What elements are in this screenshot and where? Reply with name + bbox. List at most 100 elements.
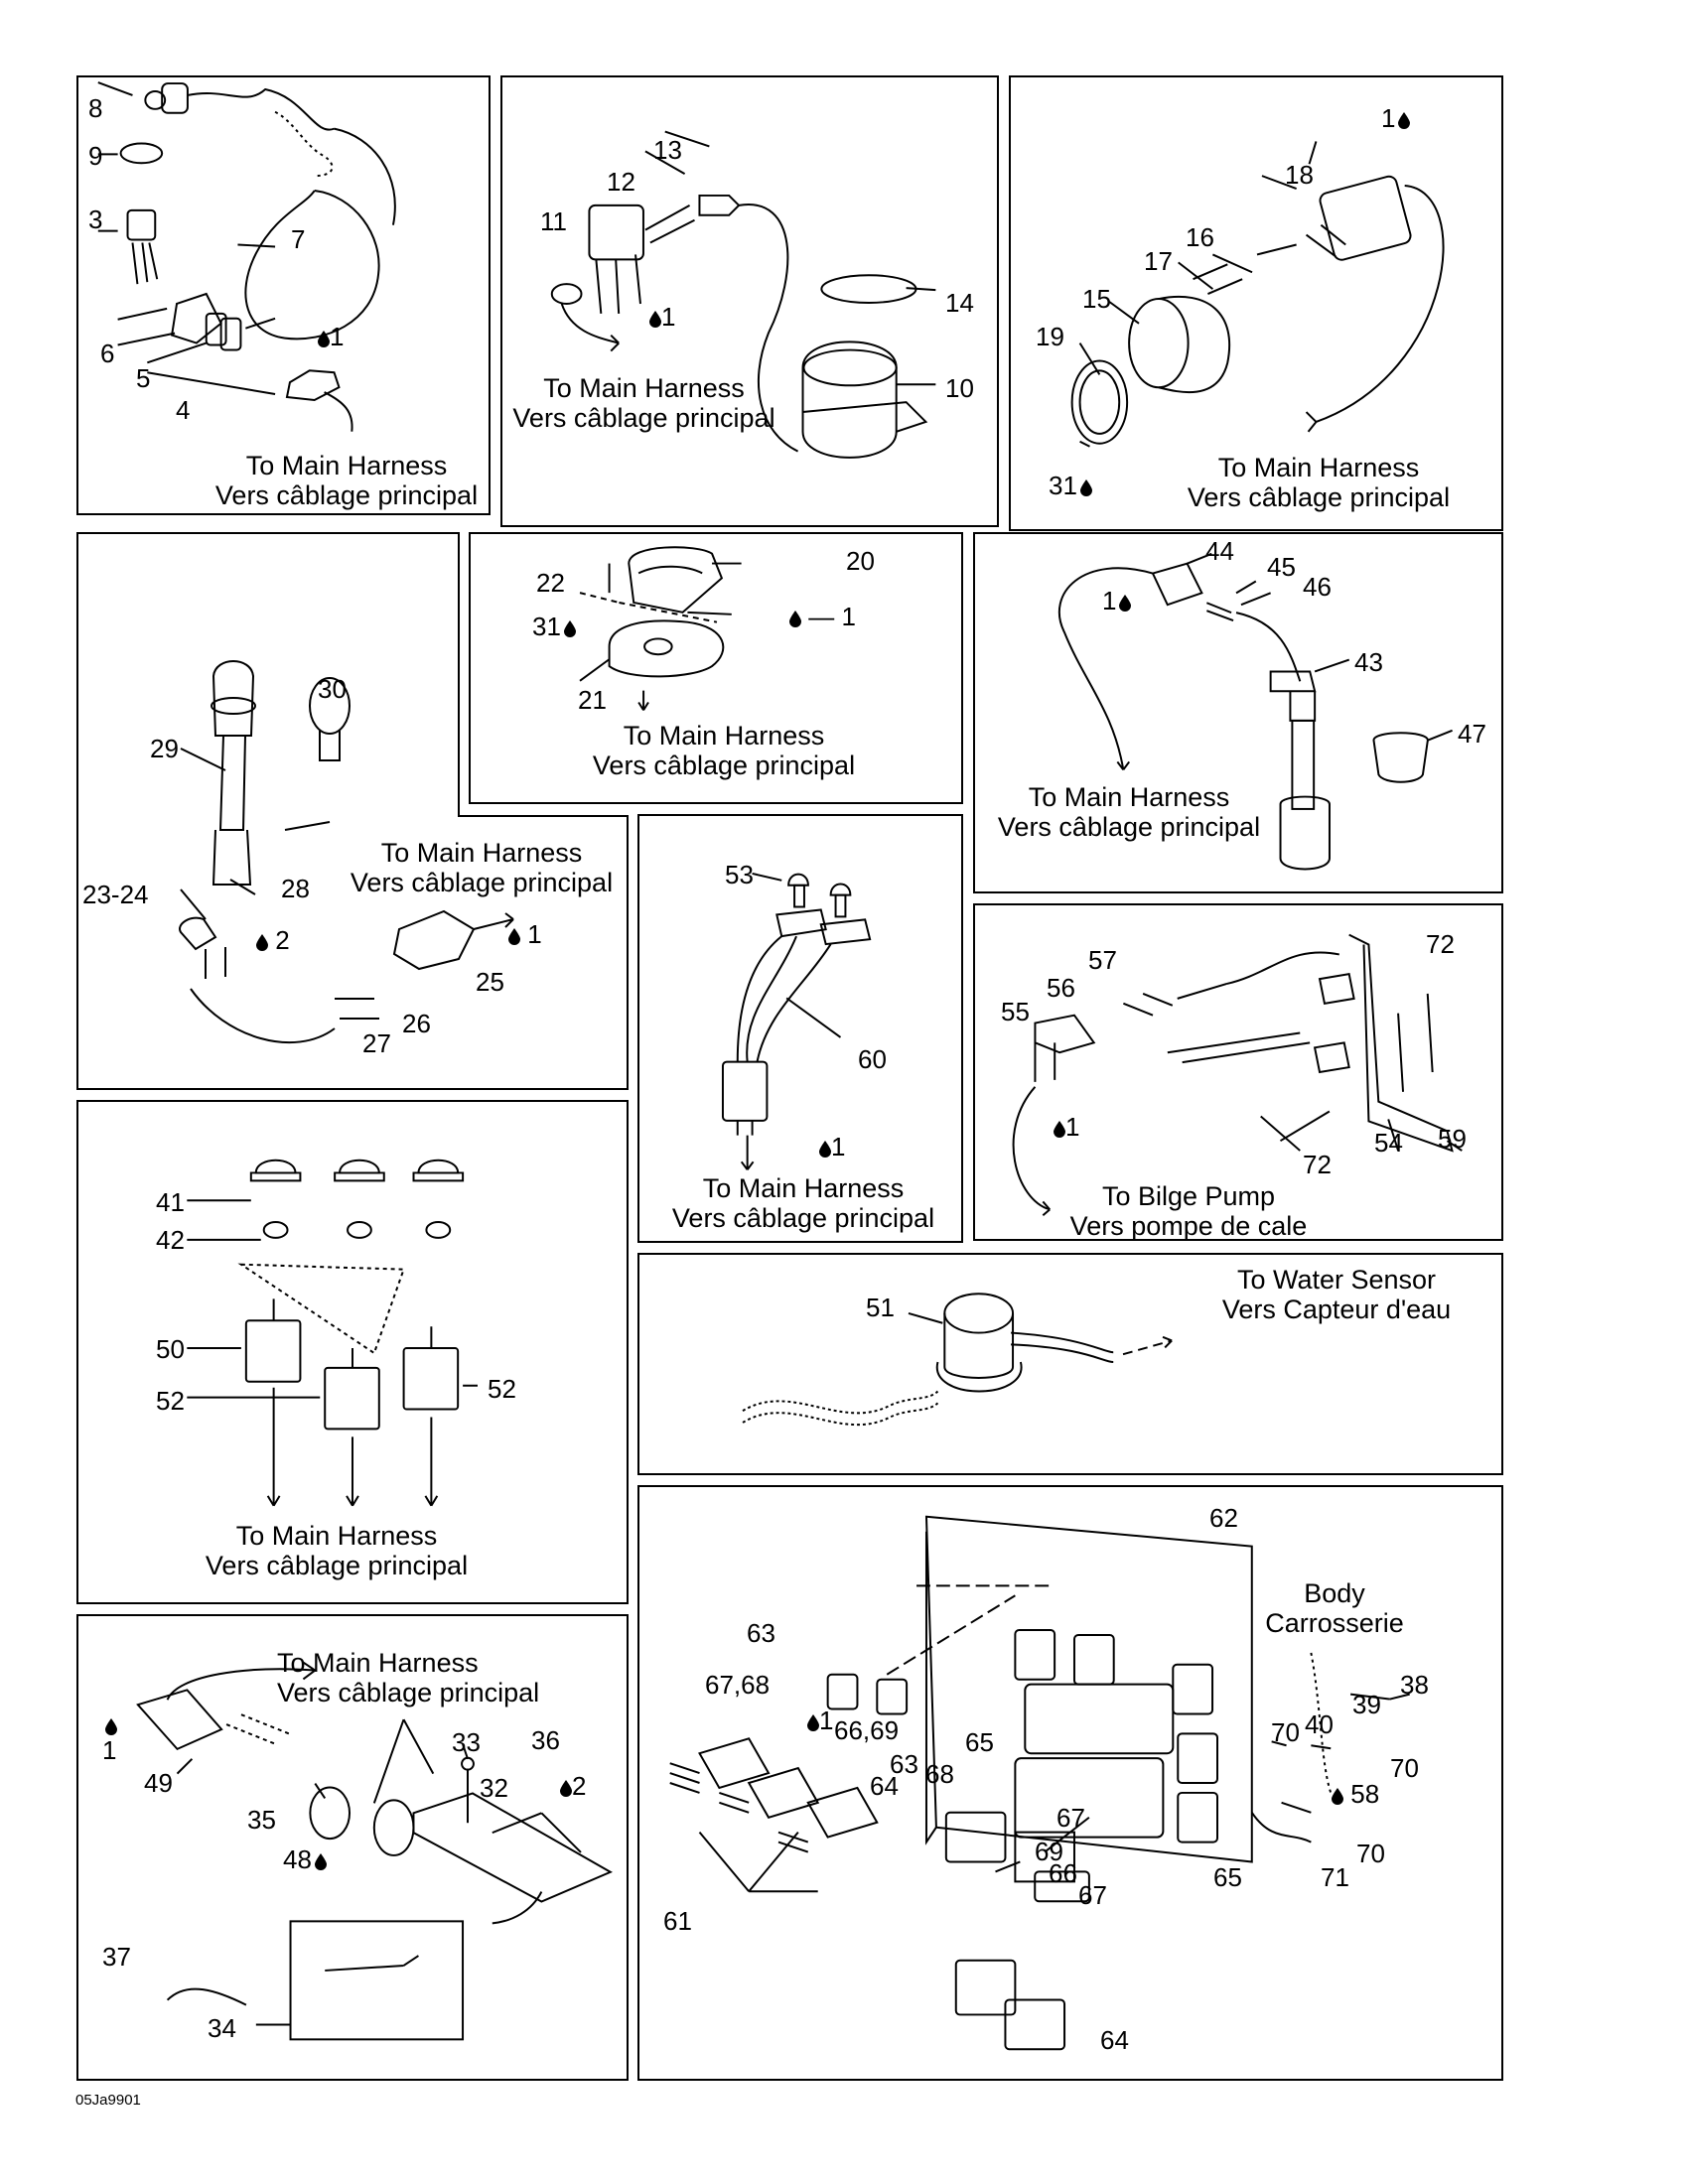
oil-drop-icon xyxy=(1079,478,1092,496)
callout-38: 38 xyxy=(1400,1670,1429,1700)
callout-17: 17 xyxy=(1144,246,1173,276)
callout-2: 2 xyxy=(253,927,290,953)
oil-drop-icon xyxy=(560,1779,572,1797)
callout-1: 1 xyxy=(646,304,675,330)
callout-54: 54 xyxy=(1374,1128,1403,1158)
callout-20: 20 xyxy=(846,546,875,576)
callout-13: 13 xyxy=(653,135,682,165)
callout-65: 65 xyxy=(965,1727,994,1757)
callout-63: 63 xyxy=(747,1618,775,1648)
callout-19: 19 xyxy=(1036,322,1064,351)
callout-37: 37 xyxy=(102,1942,131,1972)
callout-59: 59 xyxy=(1438,1124,1467,1154)
callout-23-24: 23-24 xyxy=(82,880,149,909)
callout-52: 52 xyxy=(156,1386,185,1416)
callout-67: 67 xyxy=(1056,1803,1085,1833)
fuel-sensor-drawing xyxy=(1058,552,1453,871)
callout-4: 4 xyxy=(176,395,191,425)
callout-1: 1 xyxy=(102,1711,117,1763)
callout-66-69: 66,69 xyxy=(834,1715,900,1745)
callout-43: 43 xyxy=(1354,647,1383,677)
callout-41: 41 xyxy=(156,1187,185,1217)
callout-30: 30 xyxy=(318,674,347,704)
callout-69: 69 xyxy=(1035,1837,1063,1866)
callout-36: 36 xyxy=(531,1725,560,1755)
oil-drop-icon xyxy=(508,927,520,945)
callout-72: 72 xyxy=(1426,929,1455,959)
callout-58: 58 xyxy=(1329,1781,1379,1807)
oil-drop-icon xyxy=(819,1140,831,1158)
callout-71: 71 xyxy=(1321,1862,1349,1892)
callout-46: 46 xyxy=(1303,572,1332,602)
callout-49: 49 xyxy=(144,1768,173,1798)
callout-11: 11 xyxy=(540,206,567,236)
callout-16: 16 xyxy=(1186,222,1214,252)
lanyard-switch-drawing xyxy=(97,81,396,432)
oil-drop-icon xyxy=(1119,594,1132,612)
callout-28: 28 xyxy=(281,874,310,903)
indicator-lights-drawing xyxy=(721,872,872,1170)
connector-drawing xyxy=(550,130,936,459)
oil-drop-icon xyxy=(105,1717,117,1735)
callout-70: 70 xyxy=(1356,1839,1385,1868)
callout-7: 7 xyxy=(291,224,306,254)
callout-1: 1 xyxy=(816,1134,845,1160)
callout-1: 1 xyxy=(505,921,542,947)
callout-57: 57 xyxy=(1088,945,1117,975)
callout-31: 31 xyxy=(1049,473,1092,498)
callout-62: 62 xyxy=(1209,1503,1238,1533)
oil-drop-icon xyxy=(1054,1120,1065,1138)
panel-start-switch: 1 49 33 36 32 2 35 48 37 34 To Main Harn… xyxy=(76,1614,629,2081)
callout-1: — 1 xyxy=(786,604,856,629)
callout-64: 64 xyxy=(870,1771,899,1801)
sensor-drawing xyxy=(1070,141,1445,448)
oil-drop-icon xyxy=(563,619,576,637)
callout-55: 55 xyxy=(1001,997,1030,1026)
callout-51: 51 xyxy=(866,1293,895,1322)
callout-70: 70 xyxy=(1271,1717,1300,1747)
switch-housing-drawing xyxy=(579,546,742,711)
panel-outline xyxy=(76,532,629,1090)
callout-33: 33 xyxy=(452,1727,481,1757)
oil-drop-icon xyxy=(807,1713,819,1731)
oil-drop-icon xyxy=(1398,111,1411,129)
callout-1: 1 xyxy=(1381,105,1411,131)
callout-2: 2 xyxy=(557,1773,586,1799)
callout-65: 65 xyxy=(1213,1862,1242,1892)
oil-drop-icon xyxy=(318,330,330,347)
ecm-drawing xyxy=(669,1515,1410,2051)
callout-72: 72 xyxy=(1303,1150,1332,1179)
callout-61: 61 xyxy=(663,1906,692,1936)
callout-32: 32 xyxy=(480,1773,508,1803)
callout-42: 42 xyxy=(156,1225,185,1255)
callout-67-68: 67,68 xyxy=(705,1670,771,1700)
callout-63: 63 xyxy=(890,1749,918,1779)
bilge-pump-drawing xyxy=(742,1293,1173,1427)
callout-5: 5 xyxy=(136,363,151,393)
callout-39: 39 xyxy=(1352,1690,1381,1719)
callout-6: 6 xyxy=(100,339,115,368)
callout-25: 25 xyxy=(476,967,504,997)
callout-9: 9 xyxy=(88,141,103,171)
callout-70: 70 xyxy=(1390,1753,1419,1783)
callout-66: 66 xyxy=(1049,1858,1077,1888)
callout-12: 12 xyxy=(607,167,635,197)
callout-40: 40 xyxy=(1305,1709,1334,1739)
figure-code: 05Ja9901 xyxy=(75,2092,141,2109)
callout-47: 47 xyxy=(1458,719,1486,749)
callout-48: 48 xyxy=(283,1846,327,1872)
relays-drawing xyxy=(187,1159,478,1507)
